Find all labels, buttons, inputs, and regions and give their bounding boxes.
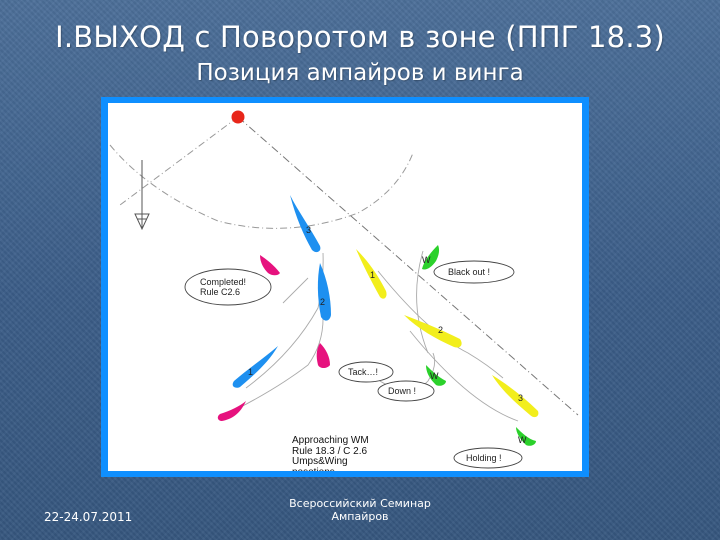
blue-boat-3-number: 3	[306, 225, 311, 235]
diagram-frame: 3 2 1 1 2	[101, 97, 589, 477]
callout-tack: Tack…!	[338, 361, 394, 383]
yellow-boat-2-number: 2	[438, 325, 443, 335]
callout-completed-line1: Completed!	[200, 277, 246, 287]
yellow-boat-3: 3	[492, 375, 539, 418]
blue-boat-1: 1	[232, 346, 278, 388]
diagram-note-line: Approaching WM	[292, 435, 369, 446]
callout-black-out-text: Black out !	[448, 267, 490, 277]
umpire-boat-1: W	[422, 245, 440, 270]
umpire-boat-3: W	[516, 427, 536, 446]
diagram-note: Approaching WM Rule 18.3 / C 2.6 Umps&Wi…	[292, 435, 412, 471]
blue-boat-1-number: 1	[248, 367, 253, 377]
diagram-note-line: posotions	[292, 467, 412, 471]
callout-down-text: Down !	[388, 386, 416, 396]
layline-left	[119, 116, 239, 206]
slide-title: I.ВЫХОД с Поворотом в зоне (ППГ 18.3)	[55, 20, 665, 54]
callout-holding: Holding !	[453, 447, 523, 469]
diagram-note-line: Umps&Wing	[292, 456, 348, 467]
callout-down: Down !	[377, 380, 435, 402]
layline-right	[237, 116, 579, 416]
callout-tack-text: Tack…!	[348, 367, 378, 377]
footer-event: Всероссийский Семинар Ампайров	[0, 497, 720, 523]
magenta-boat-3	[260, 255, 280, 276]
boat-tracks	[234, 250, 519, 422]
footer-event-line1: Всероссийский Семинар	[289, 497, 431, 510]
wind-arrow-icon	[134, 160, 150, 231]
zone-circle	[109, 144, 414, 229]
diagram-svg: 3 2 1 1 2	[109, 110, 579, 469]
footer-date: 22-24.07.2011	[44, 510, 133, 524]
magenta-boat-2	[316, 343, 330, 368]
umpire-boat-3-letter: W	[518, 435, 527, 445]
umpire-boat-1-letter: W	[422, 255, 431, 265]
yellow-boat-1: 1	[356, 249, 387, 299]
diagram-note-line: Rule 18.3 / C 2.6	[292, 445, 368, 457]
callout-holding-text: Holding !	[466, 453, 502, 463]
yellow-boat-3-number: 3	[518, 393, 523, 403]
diagram-canvas: 3 2 1 1 2	[108, 103, 582, 471]
footer-event-line2: Ампайров	[331, 510, 389, 523]
callout-black-out: Black out !	[433, 260, 515, 284]
windward-mark-icon	[231, 110, 245, 124]
slide-subtitle: Позиция ампайров и винга	[196, 60, 524, 86]
blue-boat-3: 3	[290, 195, 321, 253]
blue-boat-2-number: 2	[320, 297, 325, 307]
yellow-boat-1-number: 1	[370, 270, 375, 280]
yellow-boat-2: 2	[404, 315, 462, 348]
umpire-boat-2-letter: W	[430, 371, 439, 381]
callout-completed-line2: Rule C2.6	[200, 287, 240, 297]
umpire-boat-2: W	[426, 365, 446, 386]
callout-completed: Completed! Rule C2.6	[184, 268, 272, 306]
magenta-boat-1	[217, 401, 246, 421]
blue-boat-2: 2	[317, 263, 331, 321]
